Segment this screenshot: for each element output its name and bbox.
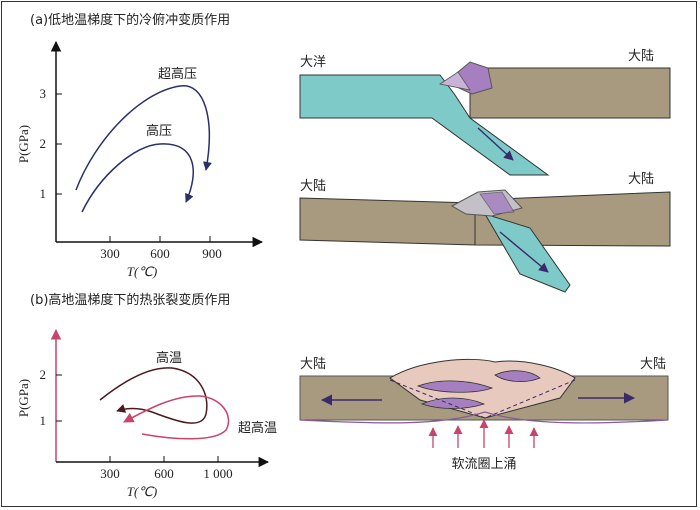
panel-a-continent-left-label: 大陆 <box>300 178 326 194</box>
panel-a-uhp-label: 超高压 <box>158 66 197 82</box>
panel-a-uhp-path <box>75 85 212 191</box>
panel-a-ocean-label: 大洋 <box>300 55 326 70</box>
panel-b-caption: (b)高地温梯度下的热张裂变质作用 <box>30 292 230 308</box>
panel-b-axes <box>50 328 270 468</box>
panel-b-x-tick-1000: 1 000 <box>203 466 232 481</box>
panel-a-x-tick-300: 300 <box>100 246 120 261</box>
panel-a-y-tick-2: 2 <box>40 136 47 151</box>
panel-b-rift-diagram <box>299 358 669 424</box>
panel-a-y-axis-title: P(GPa) <box>16 125 31 163</box>
panel-a-lower-collision <box>299 189 671 293</box>
panel-b-x-tick-600: 600 <box>154 466 174 481</box>
panel-a-y-tick-1: 1 <box>40 186 47 201</box>
panel-b-upwelling-label: 软流圈上涌 <box>451 457 516 472</box>
panel-b-x-tick-300: 300 <box>100 466 120 481</box>
panel-b-ht-label: 高温 <box>156 350 182 366</box>
panel-b-y-tick-2: 2 <box>40 367 47 382</box>
panel-b-upwelling-arrows <box>428 419 539 448</box>
panel-a-axes <box>50 40 264 248</box>
panel-b-uht-path <box>123 395 230 440</box>
panel-a-hp-label: 高压 <box>146 123 172 139</box>
panel-a-x-axis-title: T(℃) <box>127 264 158 279</box>
panel-b-continent-right-label: 大陆 <box>640 356 666 372</box>
panel-b-y-tick-1: 1 <box>40 413 47 428</box>
panel-a-hp-path <box>81 143 194 213</box>
panel-b-uht-label: 超高温 <box>238 420 277 436</box>
panel-a-caption: (a)低地温梯度下的冷俯冲变质作用 <box>30 12 230 28</box>
panel-b-y-axis-title: P(GPa) <box>16 379 31 417</box>
panel-a-x-tick-600: 600 <box>150 246 170 261</box>
panel-a-continent-right-label: 大陆 <box>628 171 654 187</box>
panel-b-ht-path <box>99 367 208 424</box>
panel-a-x-tick-900: 900 <box>202 246 222 261</box>
panel-a-upper-subduction <box>299 61 671 176</box>
panel-b-continent-left-label: 大陆 <box>300 356 326 372</box>
panel-a-y-tick-3: 3 <box>40 86 47 101</box>
panel-a-continent-top-label: 大陆 <box>628 48 654 64</box>
panel-b-x-axis-title: T(℃) <box>127 484 158 499</box>
